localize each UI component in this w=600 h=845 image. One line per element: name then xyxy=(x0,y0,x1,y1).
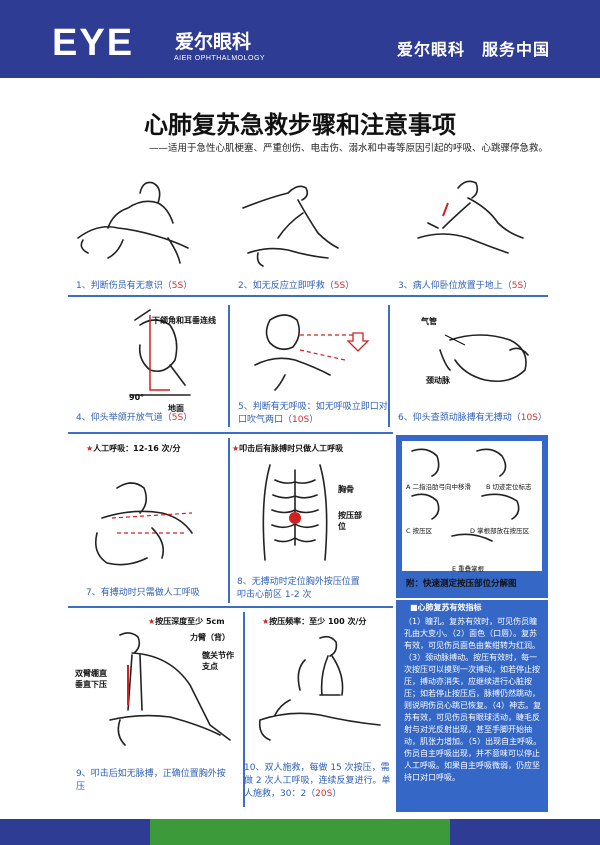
page-subtitle: ——适用于急性心肌梗塞、严重创伤、电击伤、溺水和中毒等原因引起的呼吸、心跳骤停急… xyxy=(148,143,548,154)
footer-bar xyxy=(0,819,600,845)
panel-sub-b: B 切迹定位标志 xyxy=(486,483,532,491)
label-sternum: 胸骨 xyxy=(338,485,354,494)
step1-caption: 1、判断伤员有无意识（5S） xyxy=(76,281,193,291)
step8-illustration xyxy=(240,460,350,570)
step9-caption: 9、叩击后如无脉搏，正确位置胸外按压 xyxy=(76,769,226,792)
step3-caption: 3、病人仰卧位放置于地上（5S） xyxy=(398,281,533,291)
panel-sub-c: C 按压区 xyxy=(406,527,433,535)
vertical-divider-4 xyxy=(243,612,245,807)
panel-sub-d: D 掌根部放在按压区 xyxy=(470,527,530,535)
label-hip-pivot: 髋关节作支点 xyxy=(202,651,234,671)
vertical-divider-2 xyxy=(388,305,390,427)
effectiveness-body: （1）瞳孔。复苏有效时，可见伤员瞳孔由大变小。（2）面色（口唇）。复苏有效，可见… xyxy=(404,617,542,782)
page-title: 心肺复苏急救步骤和注意事项 xyxy=(144,110,456,139)
step6-caption: 6、仰头查颈动脉搏有无搏动（10S） xyxy=(398,413,547,423)
footer-green-band xyxy=(150,819,450,845)
step7-caption: 7、有搏动时只需做人工呼吸 xyxy=(86,588,200,598)
step1-illustration xyxy=(68,168,198,273)
header-bar: EYE 爱尔眼科 AIER OPHTHALMOLOGY 爱尔眼科 服务中国 xyxy=(0,0,600,78)
step5-caption: 5、判断有无呼吸：如无呼吸立即口对口吹气两口（10S） xyxy=(238,402,388,425)
step2-caption: 2、如无反应立即呼救（5S） xyxy=(238,281,355,291)
label-straight-arms: 双臂绷直垂直下压 xyxy=(75,669,107,689)
divider-1 xyxy=(68,295,548,297)
vertical-divider-1 xyxy=(228,305,230,427)
label-lever-arm: 力臂（背） xyxy=(190,633,230,642)
step3-illustration xyxy=(398,168,538,273)
brand-name-cn: 爱尔眼科 xyxy=(175,31,252,53)
step4-caption: 4、仰头举颌开放气道（5S） xyxy=(76,413,193,423)
label-depth: ★按压深度至少 5cm xyxy=(148,617,225,626)
label-90-degrees: 90° xyxy=(129,393,145,402)
label-rate: ★按压频率：至少 100 次/分 xyxy=(262,617,367,626)
step2-illustration xyxy=(228,168,358,273)
label-pulse-note: ★叩击后有脉搏时只做人工呼吸 xyxy=(232,444,344,453)
quick-location-panel: A 二指沿肋弓向中移滑 B 切迹定位标志 C 按压区 D 掌根部放在按压区 E … xyxy=(396,435,548,598)
label-press-area: 按压部位 xyxy=(338,511,362,531)
step6-illustration xyxy=(410,310,545,400)
brand-name-en: AIER OPHTHALMOLOGY xyxy=(174,55,266,62)
panel-sub-a: A 二指沿肋弓向中移滑 xyxy=(406,483,472,491)
step4-illustration xyxy=(110,305,200,405)
quick-location-images: A 二指沿肋弓向中移滑 B 切迹定位标志 C 按压区 D 掌根部放在按压区 E … xyxy=(402,441,542,573)
divider-3 xyxy=(68,606,393,608)
vertical-divider-3 xyxy=(228,438,230,603)
step9-illustration xyxy=(80,625,240,760)
step5-illustration xyxy=(235,305,375,397)
label-carotid-artery: 颈动脉 xyxy=(426,376,450,385)
label-artificial-breathing: ★人工呼吸：12-16 次/分 xyxy=(86,444,181,453)
step8-caption: 8、无搏动时定位胸外按压位置叩击心前区 1-2 次 xyxy=(237,577,360,600)
logo-mark: EYE xyxy=(52,22,135,64)
divider-2 xyxy=(68,432,393,434)
step10-illustration xyxy=(250,630,390,755)
label-trachea: 气管 xyxy=(421,317,437,326)
quick-location-caption: 附：快速测定按压部位分解图 xyxy=(406,579,517,589)
label-jaw-ear-line: 下颌角和耳垂连线 xyxy=(152,316,216,325)
effectiveness-indicators: ■心肺复苏有效指标 （1）瞳孔。复苏有效时，可见伤员瞳孔由大变小。（2）面色（口… xyxy=(396,600,548,812)
slogan: 爱尔眼科 服务中国 xyxy=(396,40,550,59)
step10-caption: 10、双人施救，每做 15 次按压，需做 2 次人工呼吸，连续反复进行。单人施救… xyxy=(244,763,391,799)
panel-sub-e: E 重叠掌根 xyxy=(452,565,485,573)
effectiveness-heading: ■心肺复苏有效指标 xyxy=(410,603,482,612)
label-ground: 地面 xyxy=(168,404,184,413)
step7-illustration xyxy=(72,458,212,576)
